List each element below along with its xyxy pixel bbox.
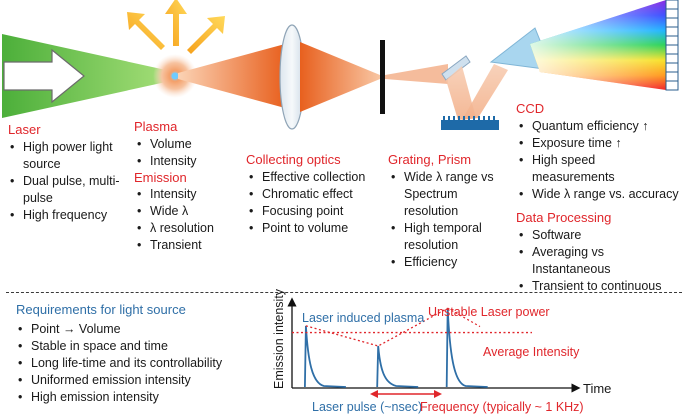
average-label: Average Intensity bbox=[483, 345, 580, 359]
collected-beam bbox=[178, 44, 285, 108]
emission-arrows-icon bbox=[127, 0, 225, 54]
list-item: Wide λ range vs Spectrum resolution bbox=[391, 169, 509, 220]
unstable-power-line bbox=[305, 307, 448, 347]
pulse-label: Laser pulse (~nsec) bbox=[312, 400, 423, 414]
ccd-list: Quantum efficiency ↑ Exposure time ↑ Hig… bbox=[519, 118, 681, 203]
plasma-list: Volume Intensity bbox=[137, 136, 237, 170]
requirements-title: Requirements for light source bbox=[16, 302, 186, 317]
list-item: High speed measurements bbox=[519, 152, 681, 186]
grating-teeth bbox=[443, 116, 495, 120]
bounce-beam-1 bbox=[446, 66, 476, 120]
emission-title: Emission bbox=[134, 170, 187, 185]
optics-title: Collecting optics bbox=[246, 152, 341, 167]
requirements-list: Point → Volume Stable in space and time … bbox=[18, 321, 278, 406]
section-divider bbox=[6, 292, 682, 293]
series-label: Laser induced plasma bbox=[302, 311, 425, 325]
list-item: Wide λ range vs. accuracy bbox=[519, 186, 681, 203]
list-item: Efficiency bbox=[391, 254, 509, 271]
plasma-core bbox=[171, 72, 179, 80]
list-item: Focusing point bbox=[249, 203, 369, 220]
list-item: High emission intensity bbox=[18, 389, 278, 406]
list-item: Software bbox=[519, 227, 681, 244]
list-item: Transient to continuous bbox=[519, 278, 681, 295]
slit-beam bbox=[385, 64, 448, 84]
grating-title: Grating, Prism bbox=[388, 152, 472, 167]
list-item: Chromatic effect bbox=[249, 186, 369, 203]
list-item: Averaging vs Instantaneous bbox=[519, 244, 681, 278]
mirror bbox=[441, 55, 471, 81]
list-item: Point to volume bbox=[249, 220, 369, 237]
emission-chart bbox=[287, 297, 581, 393]
list-item: Exposure time ↑ bbox=[519, 135, 681, 152]
list-item: High frequency bbox=[10, 207, 128, 224]
list-item: Dual pulse, multi-pulse bbox=[10, 173, 128, 207]
list-item: Wide λ bbox=[137, 203, 237, 220]
bounce-beam-2 bbox=[462, 64, 508, 120]
laser-beam bbox=[2, 34, 175, 118]
ccd-title: CCD bbox=[516, 101, 545, 116]
average-label-connector bbox=[447, 307, 481, 328]
ccd-detector bbox=[665, 0, 679, 91]
chart-ylabel: Emission intensity bbox=[272, 288, 286, 389]
list-item: Quantum efficiency ↑ bbox=[519, 118, 681, 135]
emission-pulse-3 bbox=[445, 308, 488, 388]
laser-list: High power light source Dual pulse, mult… bbox=[10, 139, 128, 224]
list-item: Long life-time and its controllability bbox=[18, 355, 278, 372]
grating-list: Wide λ range vs Spectrum resolution High… bbox=[391, 169, 509, 271]
list-item: Point → Volume bbox=[18, 321, 278, 338]
list-item: High temporal resolution bbox=[391, 220, 509, 254]
frequency-label: Frequency (typically ~ 1 KHz) bbox=[420, 400, 584, 414]
list-item: λ resolution bbox=[137, 220, 237, 237]
list-item: Transient bbox=[137, 237, 237, 254]
focused-beam bbox=[300, 42, 380, 112]
list-item: High power light source bbox=[10, 139, 128, 173]
chart-xlabel: Time bbox=[583, 381, 612, 396]
emission-list: Intensity Wide λ λ resolution Transient bbox=[137, 186, 237, 254]
laser-title: Laser bbox=[8, 122, 41, 137]
grating bbox=[441, 120, 499, 130]
list-item: Stable in space and time bbox=[18, 338, 278, 355]
list-item: Volume bbox=[137, 136, 237, 153]
unstable-label: Unstable Laser power bbox=[428, 305, 550, 319]
optics-list: Effective collection Chromatic effect Fo… bbox=[249, 169, 369, 237]
emission-pulse-2 bbox=[376, 345, 419, 388]
frequency-arrow-icon bbox=[370, 390, 442, 398]
list-item: Effective collection bbox=[249, 169, 369, 186]
list-item: Intensity bbox=[137, 153, 237, 170]
plasma-title: Plasma bbox=[134, 119, 178, 134]
emission-pulse-1 bbox=[304, 325, 346, 388]
processing-list: Software Averaging vs Instantaneous Tran… bbox=[519, 227, 681, 295]
entrance-slit bbox=[380, 40, 385, 114]
list-item: Intensity bbox=[137, 186, 237, 203]
list-item: Uniformed emission intensity bbox=[18, 372, 278, 389]
libs-setup-illustration bbox=[2, 0, 679, 130]
processing-title: Data Processing bbox=[516, 210, 612, 225]
laser-arrow-icon bbox=[3, 48, 85, 104]
